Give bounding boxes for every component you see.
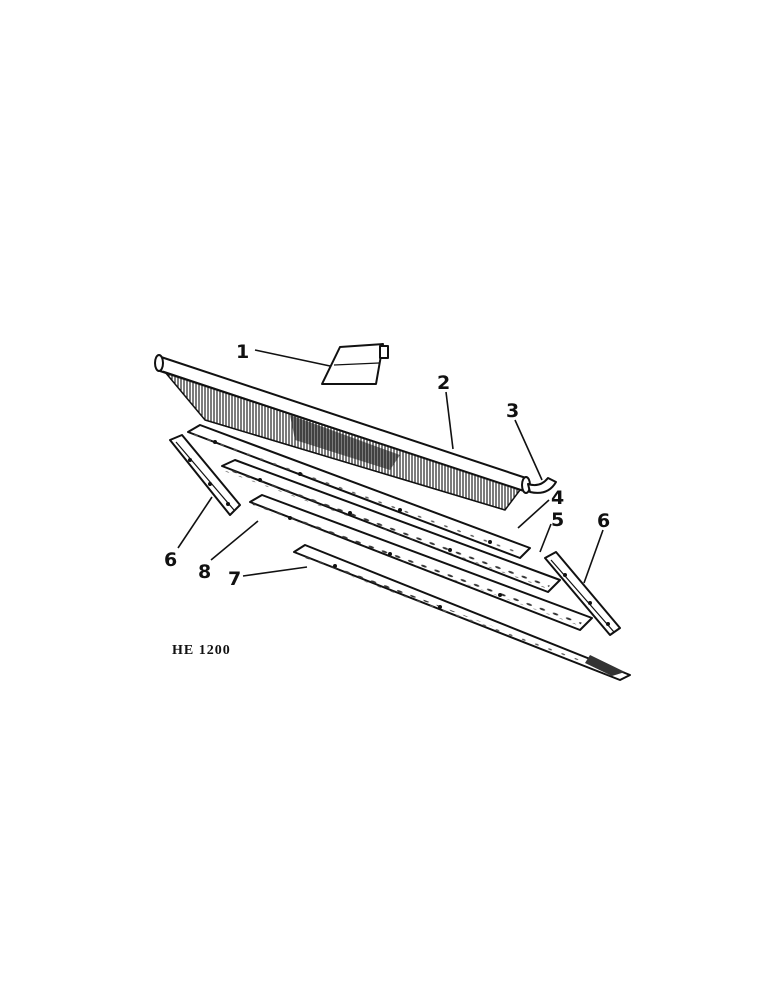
leader-5 (539, 523, 552, 553)
callout-7: 7 (228, 568, 241, 590)
leader-4 (517, 499, 550, 529)
leader-2 (445, 391, 454, 450)
callout-6-right: 6 (597, 510, 610, 532)
callout-4: 4 (551, 487, 564, 509)
callout-8: 8 (198, 561, 211, 583)
part-3-bent-rod (527, 477, 557, 494)
callout-3: 3 (506, 400, 519, 422)
part-8-screen-panel (249, 494, 593, 631)
part-5-screen-panel (221, 459, 561, 593)
callout-2: 2 (437, 372, 450, 394)
part-6-left-bracket (169, 434, 241, 516)
callout-5: 5 (551, 509, 564, 531)
drawing-code: HE 1200 (172, 643, 231, 658)
leader-8 (210, 520, 259, 561)
part-1-latch-plate (321, 343, 389, 385)
leader-6-right (583, 529, 604, 584)
part-6-right-bracket (544, 551, 621, 636)
part-2-housing (154, 354, 531, 511)
part-4-screen-panel (187, 424, 531, 559)
leader-6-left (177, 496, 213, 549)
leader-1 (254, 349, 331, 367)
leader-3 (514, 419, 543, 481)
callout-1: 1 (236, 341, 249, 363)
leader-7 (242, 566, 308, 577)
callout-6-left: 6 (164, 549, 177, 571)
part-7-bottom-panel (293, 544, 631, 681)
